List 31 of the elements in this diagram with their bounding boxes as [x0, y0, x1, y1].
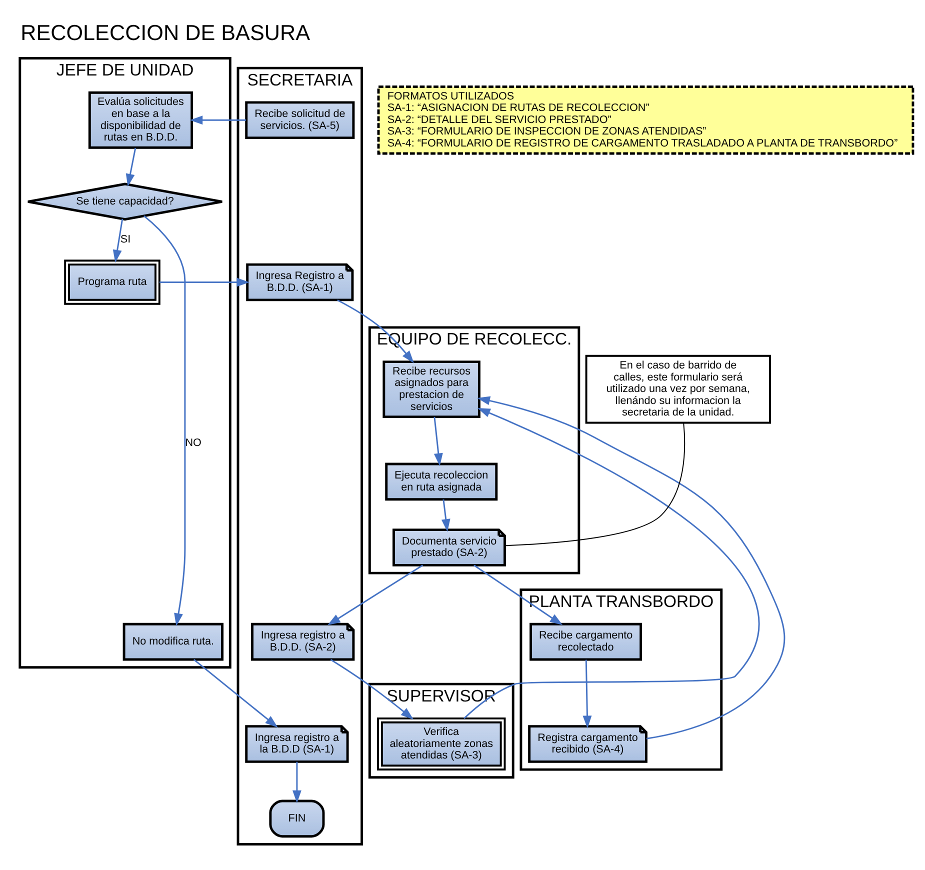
node-box: Recibe solicitud de servicios. (SA-5): [245, 100, 355, 139]
node-box: Ejecuta recoleccion en ruta asignada: [385, 462, 498, 500]
diagram-title: RECOLECCION DE BASURA: [20, 20, 310, 45]
node-box: Verifica aleatoriamente zonas atendidas (SA-3): [377, 716, 506, 770]
node-diamond: Se tiene capacidad?: [26, 182, 224, 220]
arrow: [292, 761, 302, 803]
arrow: [328, 564, 424, 625]
arrow: [441, 498, 450, 532]
arrow: [190, 115, 246, 124]
arrow: [160, 277, 250, 286]
connector: [504, 422, 686, 546]
arrow: [112, 218, 124, 262]
arrow: [193, 658, 278, 728]
arrow: [464, 408, 760, 718]
node-box: No modifica ruta.: [122, 622, 224, 660]
node-box: Recibe cargamento recolectado: [530, 622, 642, 660]
arrow: [126, 147, 136, 186]
arrow: [330, 658, 414, 720]
node-box: FIN: [269, 799, 325, 838]
arrow: [144, 214, 186, 626]
edge-label: SI: [120, 233, 131, 246]
node-box: En el caso de barrido de calles, este formulario será utilizado una vez por semana, llenándo su informacion la secretaria de la unidad.: [585, 354, 771, 424]
arrow: [582, 659, 592, 728]
node-box: Evalúa solicitudes en base a la disponibilidad de rutas en B.D.D.: [88, 90, 194, 148]
edge-label: NO: [185, 436, 202, 449]
node-box: FORMATOS UTILIZADOS SA-1: “ASIGNACION DE RUTAS DE RECOLECCION” SA-2: “DETALLE DEL SERVICIO PRESTADO” SA-3: “FORMULARIO DE INSPECCION DE ZONAS ATENDIDAS” SA-4: “FORMULARIO DE REGISTRO DE CARGAMENTO TRASLADADO A PLANTA DE TRANSBORDO”: [377, 85, 914, 154]
node-box: Programa ruta: [64, 259, 160, 304]
arrow: [434, 416, 443, 466]
arrow: [474, 564, 563, 625]
arrow: [477, 396, 786, 739]
node-box: Recibe recursos asignados para prestacion de servicios: [382, 360, 480, 418]
